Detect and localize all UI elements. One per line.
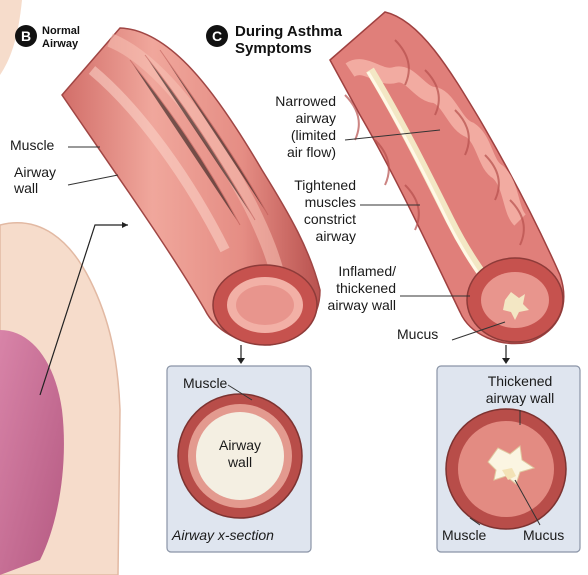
arrow-down-asthma — [502, 345, 510, 364]
panel-c-badge: C — [206, 25, 228, 47]
label-narrowed-2: airway — [250, 111, 336, 126]
label-narrowed-1: Narrowed — [250, 94, 336, 109]
label-tightened-1: Tightened — [270, 178, 356, 193]
label-tightened-2: muscles — [270, 195, 356, 210]
xsec-normal-caption: Airway x-section — [172, 527, 274, 543]
label-muscle: Muscle — [10, 138, 54, 153]
label-tightened-4: airway — [270, 229, 356, 244]
panel-b-badge: B — [15, 25, 37, 47]
label-inflamed-3: airway wall — [300, 298, 396, 313]
xsec-asthma-thickened-1: Thickened — [470, 374, 570, 389]
xsec-asthma-mucus: Mucus — [523, 528, 564, 543]
label-inflamed-1: Inflamed/ — [300, 264, 396, 279]
label-narrowed-3: (limited — [250, 128, 336, 143]
label-mucus: Mucus — [397, 327, 438, 342]
xsec-normal-muscle: Muscle — [183, 376, 227, 391]
arrow-down-normal — [237, 345, 245, 364]
panel-c-title-line1: During Asthma — [235, 24, 342, 40]
xsec-asthma-thickened-2: airway wall — [470, 391, 570, 406]
xsec-asthma-muscle: Muscle — [442, 528, 486, 543]
xsec-normal-airway-wall-1: Airway — [210, 438, 270, 453]
label-inflamed-2: thickened — [300, 281, 396, 296]
panel-b-title-line2: Airway — [42, 38, 78, 50]
xsec-normal-airway-wall-2: wall — [210, 455, 270, 470]
panel-b-title-line1: Normal — [42, 25, 80, 37]
panel-c-title-line2: Symptoms — [235, 41, 312, 57]
label-tightened-3: constrict — [270, 212, 356, 227]
label-airway-wall-line1: Airway — [14, 165, 56, 180]
label-narrowed-4: air flow) — [250, 145, 336, 160]
label-airway-wall-line2: wall — [14, 181, 38, 196]
